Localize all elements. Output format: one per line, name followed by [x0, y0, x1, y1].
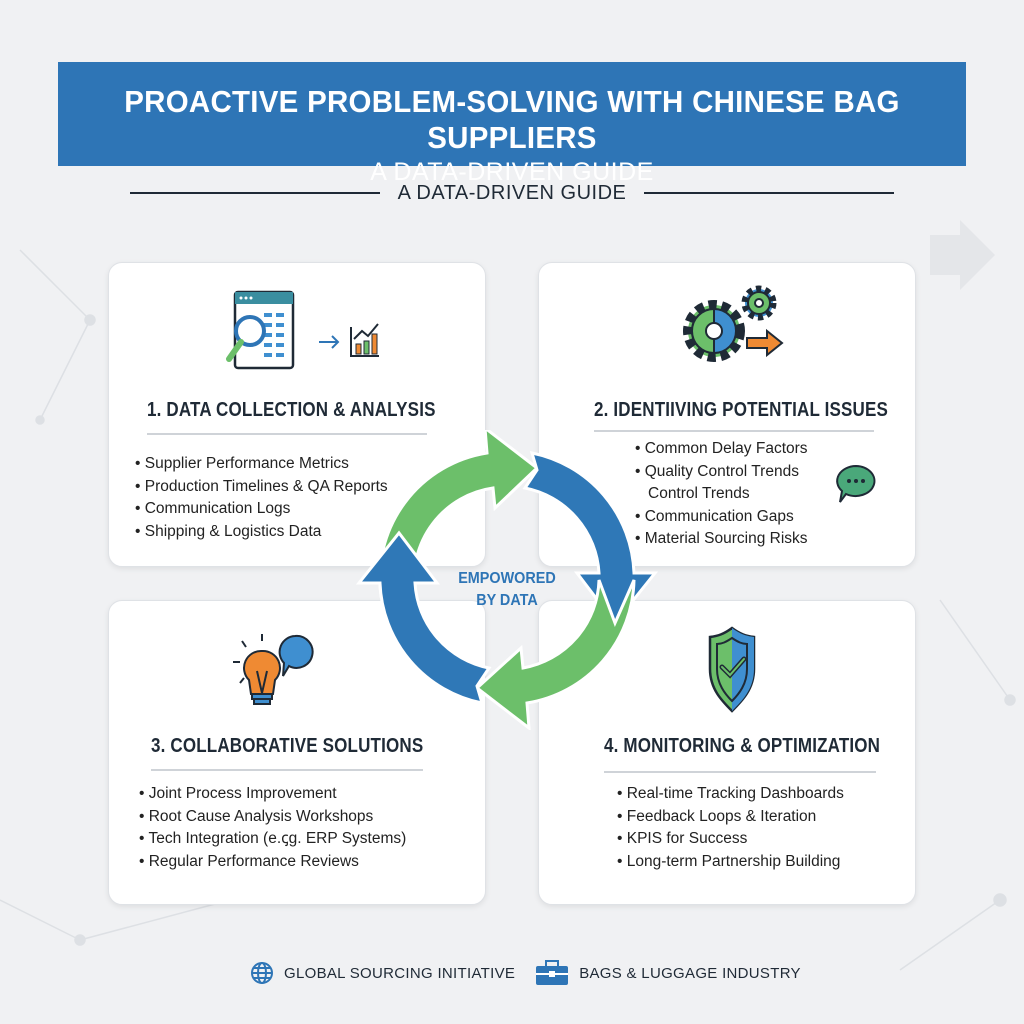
list-item: Long-term Partnership Building — [617, 851, 844, 874]
bullet-list: Supplier Performance Metrics Production … — [135, 453, 388, 543]
page-title: PROACTIVE PROBLEM-SOLVING WITH CHINESE B… — [124, 84, 900, 155]
arrow-green-top — [378, 430, 540, 598]
list-item: Joint Process Improvement — [139, 783, 406, 806]
arrow-blue-left — [355, 530, 492, 705]
list-item: Communication Logs — [135, 498, 388, 521]
card-monitoring: 4. MONITORING & OPTIMIZATION Real-time T… — [538, 600, 916, 905]
center-label-line2: BY DATA — [476, 592, 538, 609]
list-item: KPIS for Success — [617, 828, 844, 851]
bullet-list: Joint Process Improvement Root Cause Ana… — [139, 783, 406, 873]
list-item: Control Trends — [648, 485, 750, 502]
card-title: 1. DATA COLLECTION & ANALYSIS — [147, 399, 436, 421]
list-item: Tech Integration (e.ꞔg. ERP Systems) — [139, 828, 406, 851]
tagline: A DATA-DRIVEN GUIDE — [130, 180, 895, 206]
divider — [151, 769, 423, 771]
card-title: 2. IDENTIIVING POTENTIAL ISSUES — [594, 399, 889, 421]
tagline-text: A DATA-DRIVEN GUIDE — [397, 181, 627, 204]
list-item: Shipping & Logistics Data — [135, 521, 388, 544]
list-item: Communication Gaps — [635, 506, 808, 529]
list-item: Supplier Performance Metrics — [135, 453, 388, 476]
cycle-arrows — [355, 430, 659, 730]
page-subtitle: A DATA-DRIVEN GUIDE — [370, 158, 654, 186]
divider — [644, 192, 895, 194]
card-title: 3. COLLABORATIVE SOLUTIONS — [151, 735, 424, 757]
bullet-list: Common Delay Factors Quality Control Tre… — [635, 438, 808, 551]
title-banner: PROACTIVE PROBLEM-SOLVING WITH CHINESE B… — [58, 62, 966, 186]
center-label-line1: EMPOWORED — [458, 570, 556, 587]
list-item: Quality Control Trends — [635, 461, 808, 484]
divider — [604, 771, 876, 773]
chat-bubble-icon — [836, 464, 876, 503]
shield-check-icon — [708, 626, 756, 713]
list-item: Production Timelines & QA Reports — [135, 476, 388, 499]
arrow-green-bottom — [474, 579, 636, 730]
list-item: Real-time Tracking Dashboards — [617, 783, 844, 806]
globe-icon — [251, 962, 273, 984]
divider — [147, 433, 427, 435]
briefcase-icon — [536, 960, 569, 985]
footer: GLOBAL SOURCING INITIATIVE BAGS & LUGGAG… — [250, 960, 801, 986]
bullet-list: Real-time Tracking Dashboards Feedback L… — [617, 783, 844, 873]
card-data-collection: 1. DATA COLLECTION & ANALYSIS Supplier P… — [108, 262, 486, 567]
arrow-blue-right — [522, 451, 659, 626]
list-item: Regular Performance Reviews — [139, 851, 406, 874]
footer-left-text: GLOBAL SOURCING INITIATIVE — [284, 964, 516, 982]
list-item: Root Cause Analysis Workshops — [139, 806, 406, 829]
center-label: EMPOWORED BY DATA — [444, 568, 570, 612]
footer-right-text: BAGS & LUGGAGE INDUSTRY — [579, 964, 801, 982]
divider — [130, 192, 380, 194]
list-item: Feedback Loops & Iteration — [617, 806, 844, 829]
list-item: Common Delay Factors — [635, 438, 808, 461]
card-title: 4. MONITORING & OPTIMIZATION — [604, 735, 881, 757]
data-analysis-icon — [226, 290, 379, 370]
list-item: Material Sourcing Risks — [635, 528, 808, 551]
divider — [594, 430, 874, 432]
lightbulb-chat-icon — [233, 634, 314, 705]
gears-icon — [683, 285, 784, 362]
